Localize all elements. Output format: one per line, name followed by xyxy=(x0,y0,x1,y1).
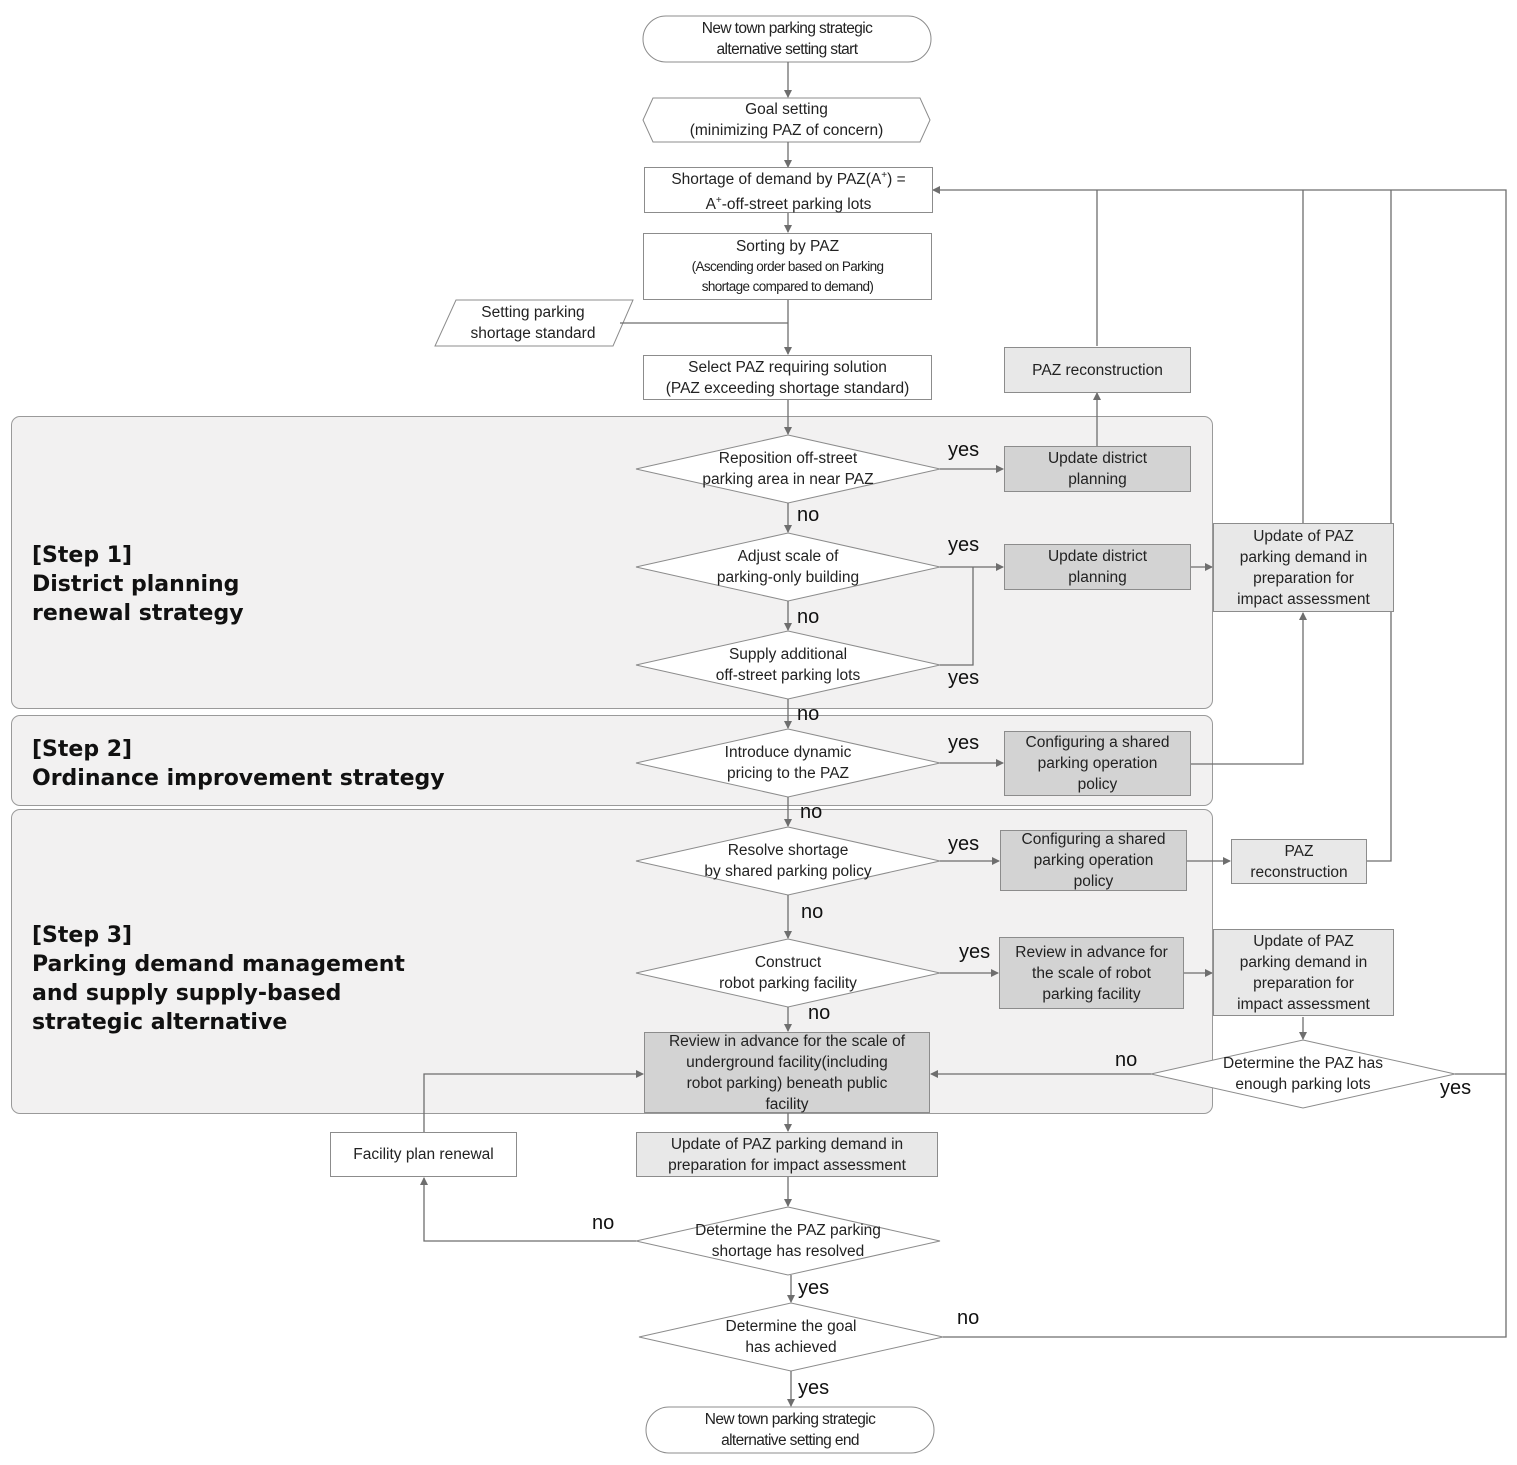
sorting-box: Sorting by PAZ (Ascending order based on… xyxy=(643,233,932,300)
yes-label: yes xyxy=(798,1377,830,1399)
no-label: no xyxy=(797,703,820,725)
connectors xyxy=(420,62,1507,1407)
standard-parallelogram xyxy=(434,299,634,347)
facility-renewal-box: Facility plan renewal xyxy=(330,1132,517,1177)
goal-hexagon xyxy=(642,97,931,143)
yes-label: yes xyxy=(959,941,991,963)
yes-label: yes xyxy=(1440,1077,1472,1099)
no-label: no xyxy=(957,1307,980,1329)
no-label: no xyxy=(801,901,824,923)
goal-label: Goal setting(minimizing PAZ of concern) xyxy=(689,101,884,139)
yes-label: yes xyxy=(948,667,980,689)
start-terminator xyxy=(642,15,932,63)
no-label: no xyxy=(1115,1049,1138,1071)
yes-label: yes xyxy=(948,833,980,855)
step2-title: [Step 2] Ordinance improvement strategy xyxy=(32,737,445,791)
paz-reconstruction-top-box: PAZ reconstruction xyxy=(1004,347,1191,393)
yes-label: yes xyxy=(798,1277,830,1299)
step1-title: [Step 1] District planning renewal strat… xyxy=(32,543,244,626)
select-box: Select PAZ requiring solution(PAZ exceed… xyxy=(643,355,932,400)
decision-enough-diamond xyxy=(1150,1039,1456,1109)
end-terminator xyxy=(645,1406,935,1454)
no-label: no xyxy=(797,504,820,526)
step3-title: [Step 3] Parking demand management and s… xyxy=(32,923,405,1035)
no-label: no xyxy=(800,801,823,823)
no-label: no xyxy=(592,1212,615,1234)
decision-resolved-diamond xyxy=(635,1206,941,1276)
yes-label: yes xyxy=(948,732,980,754)
shortage-box: Shortage of demand by PAZ(A+) = A+-off-s… xyxy=(644,167,933,213)
no-label: no xyxy=(808,1002,831,1024)
yes-label: yes xyxy=(948,534,980,556)
no-label: no xyxy=(797,606,820,628)
yes-label: yes xyxy=(948,439,980,461)
